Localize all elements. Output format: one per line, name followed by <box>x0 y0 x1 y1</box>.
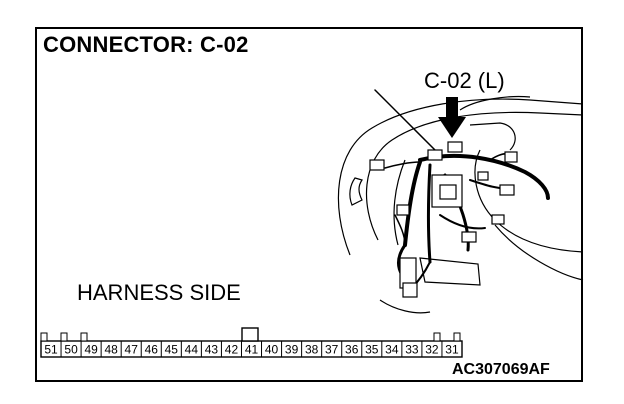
pin-number: 40 <box>265 343 279 357</box>
pin-number: 36 <box>345 343 359 357</box>
pin-number: 35 <box>365 343 379 357</box>
pin-number: 39 <box>285 343 299 357</box>
document-id: AC307069AF <box>452 361 550 378</box>
pin-number: 48 <box>104 343 118 357</box>
pin-number: 38 <box>305 343 319 357</box>
pin-number: 45 <box>165 343 179 357</box>
connector-location-label: C-02 (L) <box>424 68 505 93</box>
pin-number: 37 <box>325 343 339 357</box>
pin-number: 43 <box>205 343 219 357</box>
pin-number: 42 <box>225 343 239 357</box>
pin-number: 51 <box>44 343 58 357</box>
dashboard-outline <box>337 95 584 314</box>
connector-c02 <box>369 141 518 298</box>
harness-side-label: HARNESS SIDE <box>77 280 241 305</box>
pin-number: 50 <box>64 343 78 357</box>
connector-title: CONNECTOR: C-02 <box>43 32 249 57</box>
pin-number: 46 <box>145 343 159 357</box>
pin-number: 49 <box>84 343 98 357</box>
pin-number: 44 <box>185 343 199 357</box>
harness-side-connector: 51 50 49 48 47 46 45 44 43 42 41 40 39 38 37 36 35 34 33 32… <box>40 327 463 358</box>
pin-number: 33 <box>405 343 419 357</box>
pin-number: 41 <box>245 343 259 357</box>
pin-number: 34 <box>385 343 399 357</box>
pin-number: 47 <box>125 343 139 357</box>
pin-number: 31 <box>445 343 459 357</box>
diagram-frame <box>35 27 583 382</box>
pin-number: 32 <box>425 343 439 357</box>
